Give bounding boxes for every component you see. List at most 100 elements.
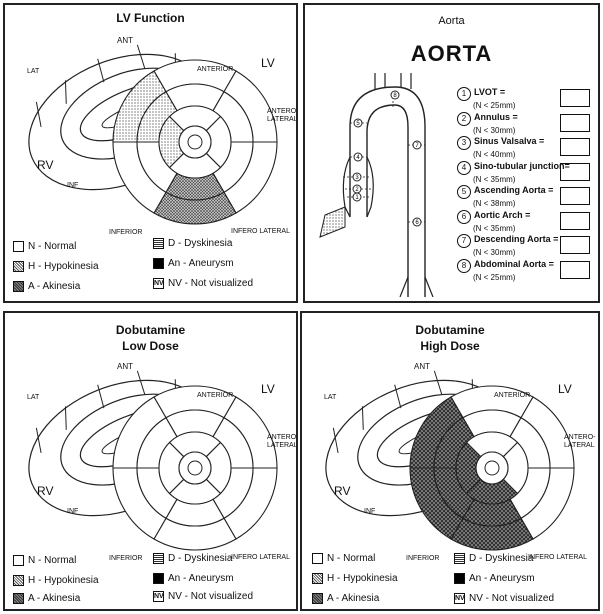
measurement-name: Annulus =	[474, 111, 518, 122]
aneurysm-swatch	[454, 573, 465, 584]
legend-akinesia: A - Akinesia	[13, 593, 80, 604]
legend-label: N - Normal	[28, 241, 77, 252]
legend-akinesia: A - Akinesia	[13, 281, 80, 292]
lv-label: ANTERO-	[267, 108, 296, 115]
nv-badge: NV	[153, 591, 164, 602]
aorta-panel: Aorta AORTA 8 5 4 3 2 1	[303, 3, 600, 303]
legend-aneurysm: An - Aneurysm	[153, 258, 234, 269]
measurement-value-box[interactable]	[560, 187, 590, 205]
dyskinesia-swatch	[153, 238, 164, 249]
legend-label: An - Aneurysm	[168, 573, 234, 584]
legend-label: D - Dyskinesia	[168, 238, 233, 249]
legend-label: NV - Not visualized	[168, 591, 254, 602]
lv-label: LAT	[324, 394, 337, 401]
legend-normal: N - Normal	[13, 555, 76, 566]
svg-text:1: 1	[355, 195, 359, 201]
lv-label: LV	[261, 56, 275, 70]
legend-label: A - Akinesia	[28, 281, 81, 292]
measurement-value-box[interactable]	[560, 236, 590, 254]
lv-label: RV	[37, 484, 53, 498]
legend-not-visualized: NV NV - Not visualized	[153, 278, 253, 289]
lv-label: INFERO LATERAL	[528, 554, 587, 561]
lv-label: ANTERO-	[564, 434, 596, 441]
measurement-value-box[interactable]	[560, 138, 590, 156]
measurement-normal-range: (N < 35mm)	[473, 174, 516, 184]
lv-label: INF	[67, 508, 78, 515]
aorta-diagram: 8 5 4 3 2 1 7 6	[319, 73, 434, 297]
measurement-normal-range: (N < 25mm)	[473, 272, 516, 282]
dyskinesia-swatch	[153, 553, 164, 564]
legend-hypokinesia: H - Hypokinesia	[312, 573, 398, 584]
panel-title-line1: Dobutamine	[415, 323, 485, 337]
lv-label: INF	[67, 182, 78, 189]
svg-text:5: 5	[356, 121, 360, 127]
lv-label: ANT	[414, 362, 430, 371]
legend-aneurysm: An - Aneurysm	[153, 573, 234, 584]
normal-swatch	[13, 241, 24, 252]
measurement-name: LVOT =	[474, 87, 506, 97]
hypokinesia-swatch	[13, 261, 24, 272]
normal-swatch	[312, 553, 323, 564]
akinesia-swatch	[312, 593, 323, 604]
normal-swatch	[13, 555, 24, 566]
lv-label: INFERIOR	[109, 555, 142, 562]
short-axis-view	[112, 59, 278, 225]
legend: N - Normal H - Hypokinesia A - Akinesia …	[5, 313, 296, 609]
measurement-value-box[interactable]	[560, 113, 590, 132]
legend-akinesia: A - Akinesia	[312, 593, 379, 604]
measurement-number: 5	[457, 185, 471, 199]
legend: N - Normal H - Hypokinesia A - Akinesia …	[5, 5, 296, 301]
measurement-normal-range: (N < 35mm)	[473, 223, 516, 233]
lv-label: LV	[558, 382, 572, 396]
legend-label: D - Dyskinesia	[469, 553, 534, 564]
measurement-name: Abdominal Aorta =	[474, 258, 554, 269]
lv-label: INFERIOR	[109, 229, 142, 236]
lv-label: INF	[364, 508, 375, 515]
measurement-number: 2	[457, 111, 471, 126]
measurement-number: 7	[457, 234, 471, 248]
dyskinesia-swatch	[454, 553, 465, 564]
lv-label: ANTERIOR	[197, 66, 233, 73]
legend-label: A - Akinesia	[28, 593, 81, 604]
legend-label: A - Akinesia	[327, 593, 380, 604]
measurement-normal-range: (N < 40mm)	[473, 150, 516, 159]
measurement-number: 1	[457, 87, 471, 101]
lv-label: INFERO LATERAL	[231, 554, 290, 561]
panel-title-line1: Dobutamine	[115, 323, 186, 337]
akinesia-swatch	[13, 593, 24, 604]
lv-label: ANT	[117, 362, 133, 371]
measurement-value-box[interactable]	[560, 89, 590, 107]
legend-hypokinesia: H - Hypokinesia	[13, 575, 99, 586]
lv-label: RV	[334, 484, 350, 498]
measurement-value-box[interactable]	[560, 211, 590, 230]
akinesia-swatch	[13, 281, 24, 292]
svg-text:6: 6	[415, 220, 419, 226]
legend-label: NV - Not visualized	[168, 278, 254, 289]
measurement-number: 4	[457, 160, 471, 175]
legend-normal: N - Normal	[312, 553, 375, 564]
measurement-value-box[interactable]	[560, 260, 590, 279]
lv-label: ANTERO-	[267, 434, 296, 441]
legend-hypokinesia: H - Hypokinesia	[13, 261, 99, 272]
short-axis-view	[409, 385, 575, 551]
legend: N - Normal H - Hypokinesia A - Akinesia …	[302, 313, 598, 609]
aorta-heading: AORTA	[410, 41, 493, 66]
nv-badge: NV	[153, 278, 164, 289]
nv-badge: NV	[454, 593, 465, 604]
lv-label: LATERAL	[267, 116, 296, 123]
measurement-value-box[interactable]	[560, 162, 590, 181]
legend-label: H - Hypokinesia	[28, 575, 99, 586]
lv-label: ANT	[117, 36, 133, 45]
